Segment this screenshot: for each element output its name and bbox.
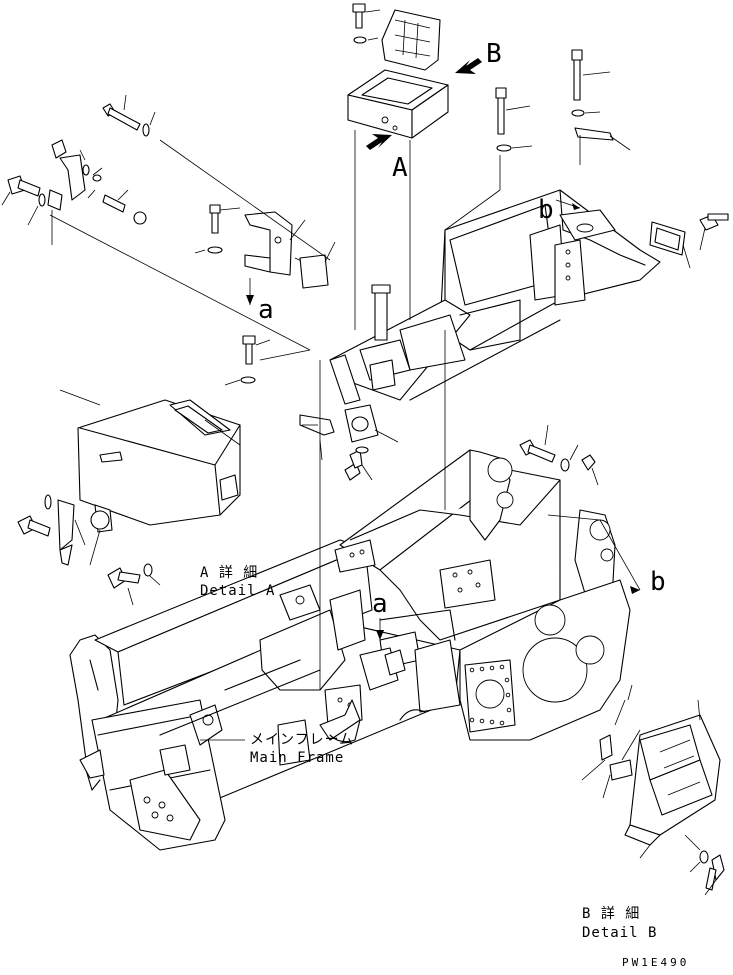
ref-b-right: b [650,567,666,597]
clip-plate [574,127,614,141]
ref-a-lower: a [372,589,388,619]
leader-lines [49,130,581,690]
main-frame-en: Main Frame [250,750,344,766]
bolt [224,335,271,386]
bolt [107,563,161,606]
view-a-arrow [366,134,392,150]
shim-plate [299,254,329,289]
detail-b-jp: B 詳 細 [582,906,640,922]
bolt [352,3,381,44]
bolt [699,213,729,251]
ref-b-leader [547,514,641,591]
bolt [102,94,156,137]
ref-a-upper: a [258,295,274,325]
bracket [244,211,311,276]
bolt [1,175,46,226]
main-frame [69,449,631,851]
battery-box [347,9,449,139]
cotter-pin [581,454,596,471]
switch-bracket [51,139,147,225]
bolt [519,424,579,472]
view-a-label: A [392,153,408,183]
bolt [194,204,241,254]
bolt [344,446,373,481]
gasket [649,221,691,269]
bracket [17,494,113,566]
view-b-label: B [486,39,502,69]
detail-a-en: Detail A [200,583,275,599]
cover-plate [344,404,399,443]
floor-frame [329,189,661,405]
drawing-code: PW1E490 [622,956,689,969]
detail-a-jp: A 詳 細 [200,565,258,581]
view-b-arrow [455,58,482,74]
ref-b-upper: b [538,195,554,225]
bolt [571,49,611,117]
main-frame-jp: メインフレーム [250,732,354,748]
pipe-clamp [47,189,63,211]
detail-b-en: Detail B [582,925,657,941]
plate-holes [469,664,512,726]
bolt [495,87,533,152]
detail-a-box [59,389,241,526]
detail-b-assembly [581,684,725,896]
